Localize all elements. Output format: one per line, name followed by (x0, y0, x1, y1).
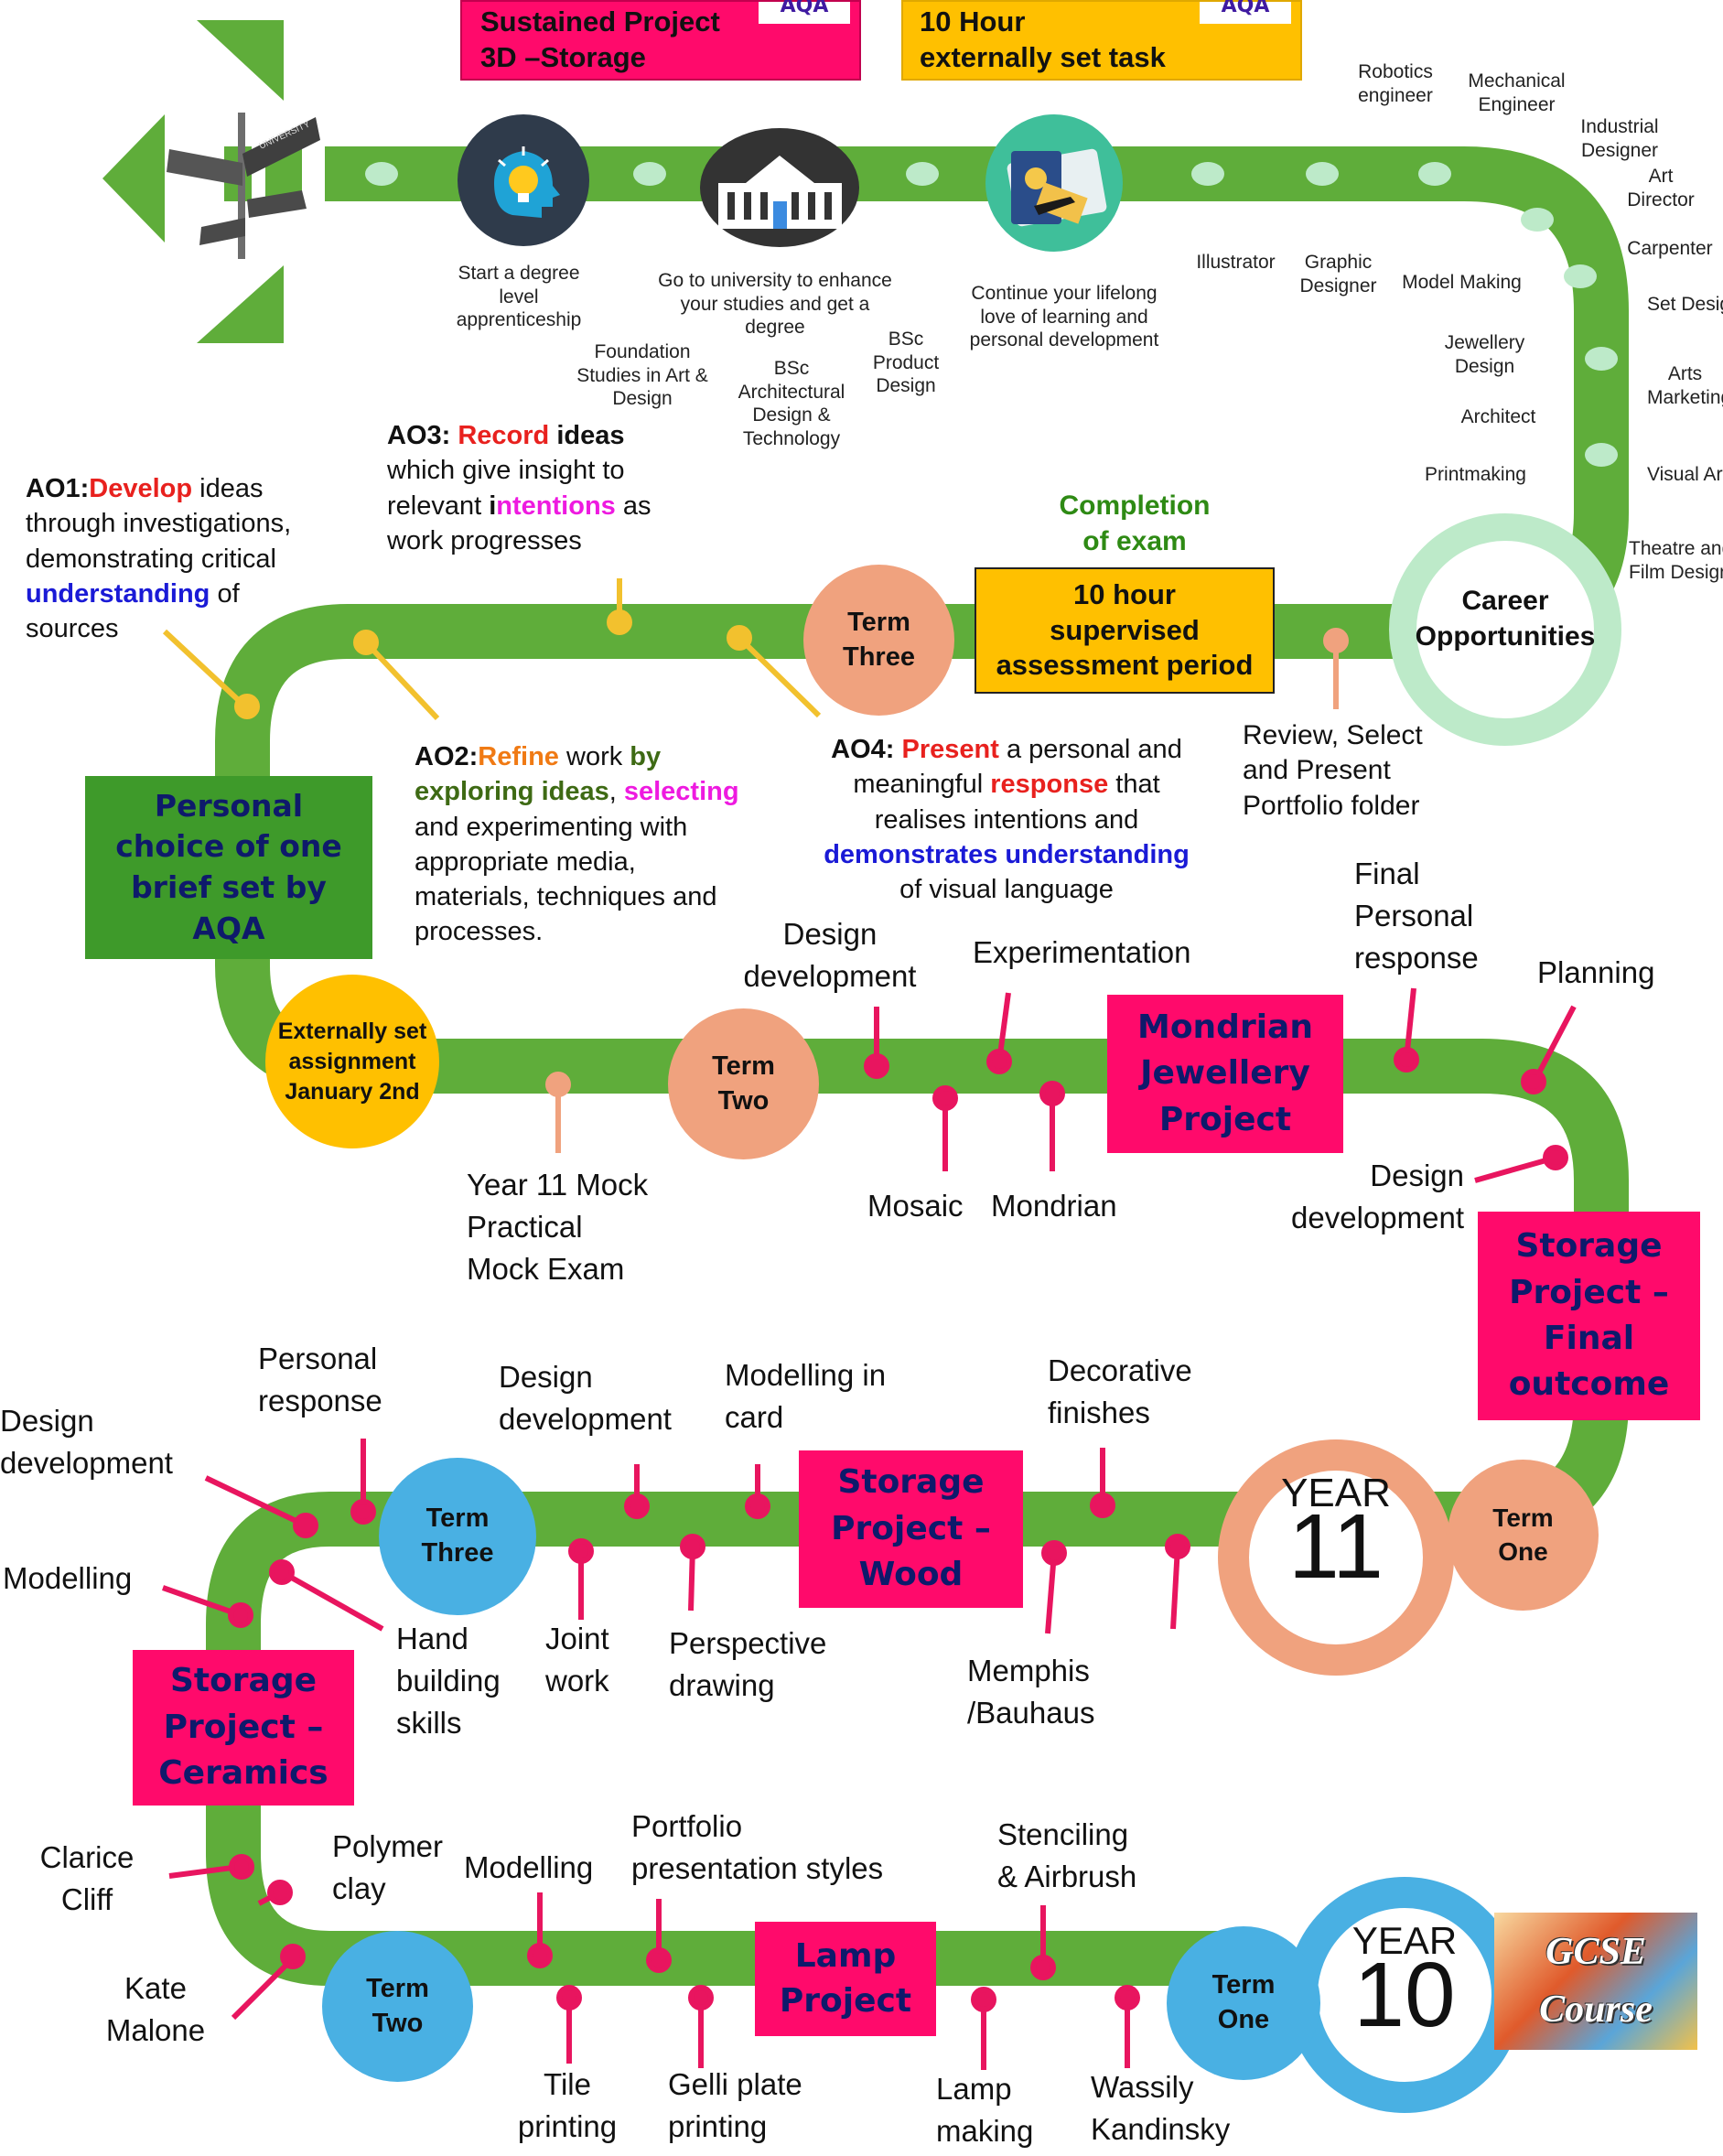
career-ring (1389, 513, 1621, 746)
term-one-y11-circle: Term One (1448, 1460, 1599, 1611)
career-theatre-film: Theatre and Film Design (1629, 538, 1723, 583)
career-illustrator: Illustrator (1196, 252, 1276, 273)
mondrian-label: Mondrian (991, 1189, 1117, 1223)
career-industrial: Industrial Designer (1580, 116, 1659, 161)
year11-ring (1218, 1439, 1454, 1676)
mock-exam-label: Year 11 Mock Practical Mock Exam (467, 1168, 649, 1287)
modelling-y10-label: Modelling (3, 1561, 133, 1595)
gelli-printing-label: Gelli plate printing (668, 2067, 802, 2144)
university-label: Go to university to enhance your studies… (658, 270, 892, 339)
experimentation-label: Experimentation (973, 935, 1191, 969)
career-graphic: Graphic Designer (1299, 252, 1377, 296)
career-printmaking: Printmaking (1425, 464, 1526, 485)
lightbulb-head-icon (458, 114, 590, 247)
foundation-label: Foundation Studies in Art & Design (576, 341, 708, 410)
career-opportunities-title: Career Opportunities (1415, 586, 1596, 652)
polymer-clay-label: Polymer clay (332, 1829, 444, 1906)
gcse-course-badge: GCSE Course (1494, 1913, 1697, 2050)
career-jewellery: Jewellery Design (1444, 332, 1525, 377)
career-mechanical: Mechanical Engineer (1468, 70, 1566, 115)
career-art-director: Art Director (1627, 166, 1695, 210)
final-personal-response-label: Final Personal response (1354, 857, 1479, 976)
year11-number: 11 (1288, 1495, 1384, 1598)
modelling-lower-label: Modelling (464, 1850, 594, 1884)
sustained-project-box: Sustained Project 3D –Storage AQA (460, 0, 861, 81)
stenciling-airbrush-label: Stenciling & Airbrush (997, 1817, 1137, 1894)
memphis-bauhaus-label: Memphis /Bauhaus (967, 1654, 1095, 1730)
year11-label: YEAR (1281, 1471, 1391, 1515)
career-robotics: Robotics engineer (1358, 61, 1433, 106)
term-three-y10-circle: Term Three (379, 1458, 536, 1615)
completion-label: Completion of exam (1059, 490, 1211, 556)
decorative-finishes-label: Decorative finishes (1048, 1353, 1192, 1430)
kate-malone-label: Kate Malone (105, 1971, 206, 2048)
architectural-label: BSc Architectural Design & Technology (738, 358, 845, 449)
ao3-text: AO3: Record ideas which give insight to … (387, 421, 652, 555)
design-development-y10-label: Design development (499, 1360, 672, 1437)
term-one-y10-circle: Term One (1167, 1926, 1320, 2080)
mosaic-label: Mosaic (867, 1189, 964, 1223)
aqa-logo-2: AQA (1200, 0, 1291, 24)
apprenticeship-label: Start a degree level apprenticeship (456, 263, 582, 331)
year10-number: 10 (1353, 1944, 1456, 2046)
perspective-drawing-label: Perspective drawing (669, 1626, 827, 1703)
wassily-kandinsky-label: Wassily Kandinsky (1091, 2070, 1231, 2147)
externally-set-task-box: 10 Hour externally set task AQA (901, 0, 1302, 81)
storage-ceramics-box: Storage Project – Ceramics (133, 1650, 354, 1806)
passport-travel-icon (984, 114, 1125, 252)
joint-work-label: Joint work (545, 1622, 609, 1698)
modelling-card-label: Modelling in card (725, 1358, 887, 1435)
career-set-design: Set Design (1647, 294, 1723, 315)
road-year11-upper (215, 604, 1629, 1547)
term-two-y10-circle: Term Two (322, 1931, 473, 2082)
design-development-y11b-label: Design development (1291, 1159, 1464, 1235)
clarice-cliff-label: Clarice Cliff (39, 1840, 135, 1917)
university-building-icon (700, 114, 860, 247)
career-carpenter: Carpenter (1627, 238, 1713, 259)
mondrian-jewellery-project-box: Mondrian Jewellery Project (1107, 995, 1343, 1153)
design-development-y11-label: Design development (743, 917, 917, 994)
storage-wood-box: Storage Project – Wood (799, 1450, 1023, 1608)
planning-label: Planning (1537, 955, 1655, 989)
term-two-y11-circle: Term Two (668, 1008, 819, 1159)
design-development-left-label: Design development (0, 1404, 173, 1481)
supervised-assessment-box: 10 hour supervised assessment period (975, 567, 1275, 694)
career-arts-marketing: Arts Marketing (1647, 363, 1723, 408)
ao4-text: AO4: Present a personal and meaningful r… (824, 735, 1190, 905)
externally-set-assignment-circle: Externally set assignment January 2nd (265, 975, 439, 1148)
storage-final-outcome-box: Storage Project – Final outcome (1478, 1212, 1700, 1420)
career-visual-arts: Visual Arts (1647, 464, 1723, 485)
career-model-making: Model Making (1402, 272, 1522, 293)
personal-choice-box: Personal choice of one brief set by AQA (85, 776, 372, 959)
tile-printing-label: Tile printing (517, 2067, 618, 2144)
product-design-label: BSc Product Design (872, 329, 940, 397)
portfolio-styles-label: Portfolio presentation styles (631, 1809, 884, 1886)
aqa-logo: AQA (759, 0, 850, 24)
review-label: Review, Select and Present Portfolio fol… (1243, 720, 1423, 821)
signpost-icon: UNIVERSITY (165, 99, 320, 259)
ao1-text: AO1:Develop ideas through investigations… (26, 474, 292, 644)
lifelong-label: Continue your lifelong love of learning … (969, 283, 1159, 351)
career-architect: Architect (1460, 406, 1536, 427)
lamp-project-box: Lamp Project (755, 1922, 936, 2036)
hand-building-label: Hand building skills (396, 1622, 501, 1741)
personal-response-label: Personal response (258, 1342, 382, 1418)
ao2-text: AO2:Refine work by exploring ideas, sele… (415, 742, 739, 947)
year10-label: YEAR (1351, 1919, 1458, 1962)
term-three-y11-circle: Term Three (803, 565, 954, 716)
lamp-making-label: Lamp making (936, 2072, 1034, 2149)
